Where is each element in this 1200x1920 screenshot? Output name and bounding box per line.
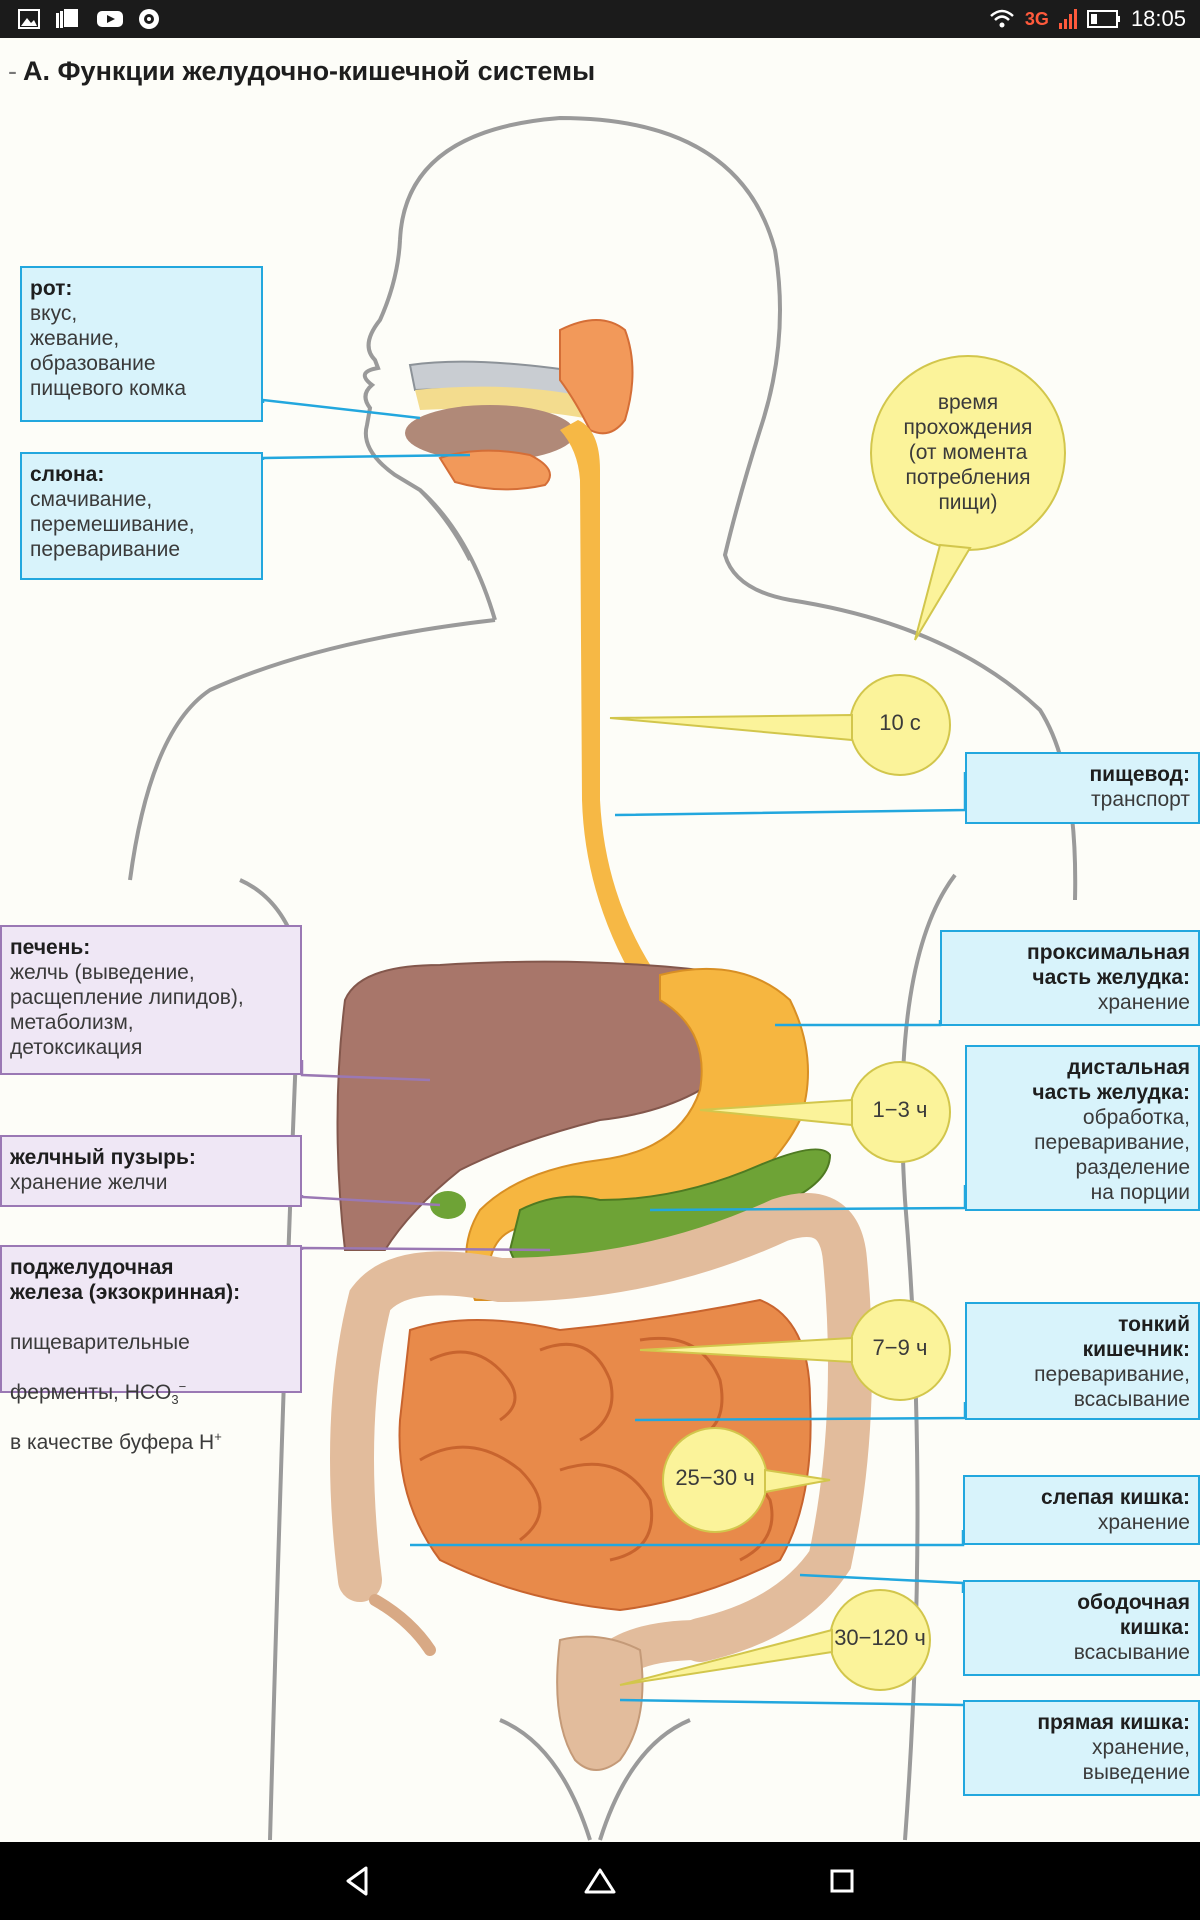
label-mouth-head: рот:: [30, 277, 73, 300]
h-superscript: +: [214, 1429, 222, 1444]
label-rectum: прямая кишка: хранение, выведение: [963, 1700, 1200, 1796]
body-outline: [398, 115, 1078, 901]
time-small-intestine: 7−9 ч: [872, 1335, 928, 1360]
label-cecum: слепая кишка: хранение: [963, 1475, 1200, 1545]
intestine-folds: [419, 1336, 774, 1562]
label-colon: ободочная кишка: всасывание: [963, 1580, 1200, 1676]
label-saliva-head: слюна:: [30, 463, 105, 486]
label-distal-stomach: дистальная часть желудка: обработка, пер…: [965, 1045, 1200, 1211]
network-type: 3G: [1024, 8, 1049, 29]
status-bar: 3G 18:05: [0, 0, 1200, 38]
tongue: [405, 405, 575, 461]
parotid-gland: [559, 319, 634, 435]
time-stomach: 1−3 ч: [872, 1097, 928, 1122]
label-distal-stomach-body: обработка, переваривание, разделение на …: [1034, 1106, 1190, 1204]
label-pancreas-head: поджелудочная железа (экзокринная):: [10, 1256, 241, 1304]
label-esophagus-body: транспорт: [1091, 788, 1190, 811]
label-small-intestine-body: переваривание, всасывание: [1034, 1363, 1190, 1411]
hco3-superscript: −: [178, 1379, 187, 1394]
label-esophagus: пищевод: транспорт: [965, 752, 1200, 824]
label-cecum-head: слепая кишка:: [1041, 1486, 1190, 1509]
label-proximal-stomach-body: хранение: [1097, 991, 1190, 1014]
time-header-text: время прохождения (от момента потреблени…: [903, 391, 1033, 514]
pancreas-line-1: пищеварительные: [10, 1331, 190, 1354]
label-gallbladder-head: желчный пузырь:: [10, 1146, 196, 1169]
time-cecum: 25−30 ч: [675, 1465, 755, 1490]
pancreas-line-2: ферменты, HCO: [10, 1381, 172, 1404]
label-rectum-head: прямая кишка:: [1037, 1711, 1190, 1734]
pancreas-line-3: в качестве буфера H: [10, 1431, 215, 1454]
rectum: [556, 1635, 644, 1771]
submandibular-gland: [438, 449, 551, 491]
home-button[interactable]: [570, 1856, 630, 1906]
page-title: -А. Функции желудочно-кишечной системы: [8, 56, 595, 87]
label-small-intestine-head: тонкий кишечник:: [1082, 1313, 1190, 1361]
wifi-icon: [990, 9, 1014, 28]
label-liver-head: печень:: [10, 936, 91, 959]
label-saliva: слюна: смачивание, перемешивание, перева…: [20, 452, 263, 580]
digestive-system-diagram: [128, 115, 1078, 1841]
label-proximal-stomach: проксимальная часть желудка: хранение: [940, 930, 1200, 1026]
battery-icon: [1086, 10, 1120, 28]
back-button[interactable]: [328, 1856, 388, 1906]
label-colon-body: всасывание: [1073, 1641, 1190, 1664]
image-icon: [18, 9, 40, 29]
time-colon: 30−120 ч: [834, 1625, 926, 1650]
title-text: А. Функции желудочно-кишечной системы: [23, 56, 596, 86]
gallbladder: [430, 1191, 466, 1219]
label-mouth-body: вкус, жевание, образование пищевого комк…: [30, 302, 187, 400]
label-saliva-body: смачивание, перемешивание, переваривание: [30, 488, 195, 561]
title-dash: -: [8, 56, 17, 86]
label-small-intestine: тонкий кишечник: переваривание, всасыван…: [965, 1302, 1200, 1420]
youtube-icon: [97, 11, 123, 27]
chin-outline: [418, 488, 472, 561]
label-colon-head: ободочная кишка:: [1077, 1591, 1190, 1639]
appendix: [369, 1594, 436, 1656]
navigation-bar: [0, 1842, 1200, 1920]
shoulder-left: [128, 618, 496, 881]
label-esophagus-head: пищевод:: [1089, 763, 1191, 786]
label-pancreas-body: пищеварительные ферменты, HCO3− в качест…: [10, 1305, 292, 1455]
label-liver: печень: желчь (выведение, расщепление ли…: [0, 925, 302, 1075]
shield-icon: [139, 9, 159, 29]
signal-icon: [1058, 9, 1077, 29]
label-proximal-stomach-head: проксимальная часть желудка:: [1027, 941, 1190, 989]
groin-outline: [499, 1718, 691, 1841]
label-distal-stomach-head: дистальная часть желудка:: [1032, 1056, 1190, 1104]
time-bubbles: [609, 355, 1066, 1691]
esophagus: [560, 420, 660, 990]
label-rectum-body: хранение, выведение: [1082, 1736, 1190, 1784]
time-esophagus: 10 с: [879, 710, 921, 735]
label-cecum-body: хранение: [1097, 1511, 1190, 1534]
label-liver-body: желчь (выведение, расщепление липидов), …: [10, 961, 244, 1059]
palate: [415, 386, 600, 420]
label-mouth: рот: вкус, жевание, образование пищевого…: [20, 266, 263, 422]
recents-button[interactable]: [812, 1856, 872, 1906]
clock: 18:05: [1130, 6, 1186, 31]
leader-lines-violet: [300, 1060, 551, 1252]
label-gallbladder: желчный пузырь: хранение желчи: [0, 1135, 302, 1207]
hco3-subscript: 3: [171, 1392, 179, 1408]
cards-icon: [56, 9, 78, 28]
liver: [336, 960, 754, 1251]
label-pancreas: поджелудочная железа (экзокринная): пище…: [0, 1245, 302, 1454]
label-gallbladder-body: хранение желчи: [10, 1171, 168, 1194]
